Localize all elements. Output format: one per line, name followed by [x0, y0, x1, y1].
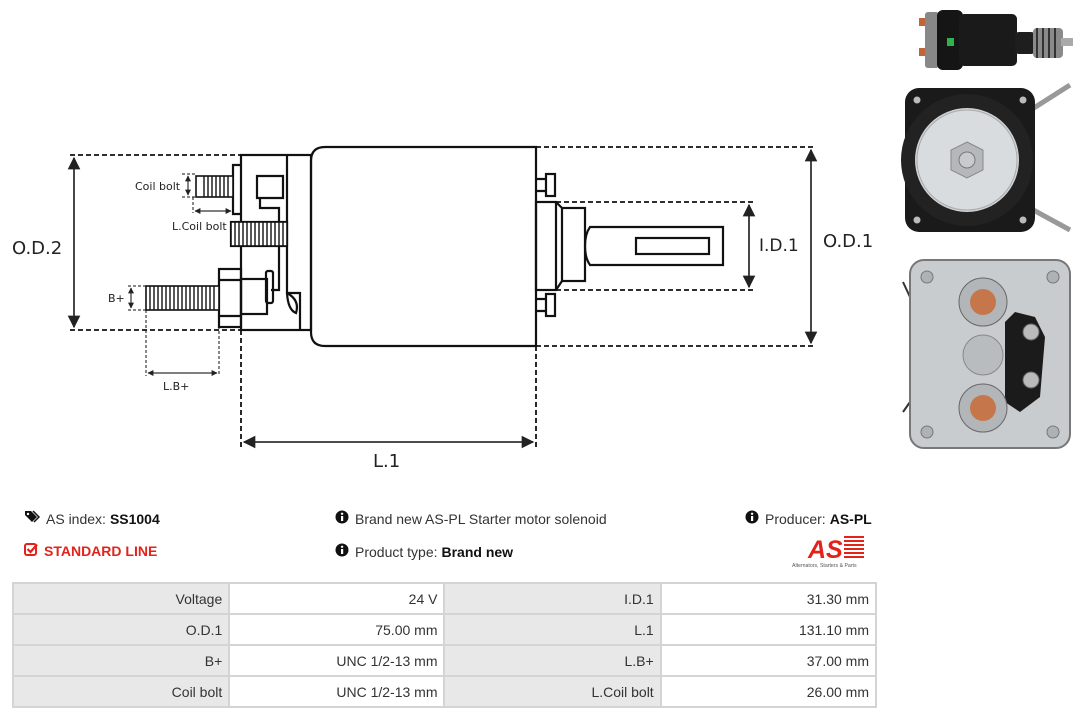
spec-key: L.B+: [443, 644, 662, 677]
od2-label: O.D.2: [12, 238, 62, 259]
spec-value: 24 V: [228, 582, 446, 615]
spec-value: UNC 1/2-13 mm: [228, 644, 446, 677]
tags-icon: [24, 510, 41, 527]
info-icon: [335, 510, 349, 527]
product-type: Product type: Brand new: [335, 543, 513, 560]
side-view-photo: [919, 10, 1073, 70]
spec-key: L.1: [443, 613, 662, 646]
terminal-view-photo: [902, 259, 1071, 449]
spec-value: 26.00 mm: [659, 675, 878, 708]
description-text: Brand new AS-PL Starter motor solenoid: [355, 510, 607, 527]
spec-key: I.D.1: [443, 582, 662, 615]
standard-line-label: STANDARD LINE: [44, 542, 158, 559]
svg-text:Alternators, Starters & Parts: Alternators, Starters & Parts: [792, 563, 857, 569]
info-icon: [745, 510, 759, 527]
spec-value: 31.30 mm: [659, 582, 878, 615]
spec-key: B+: [11, 644, 231, 677]
as-index-label: AS index:: [46, 510, 106, 527]
spec-key: Coil bolt: [11, 675, 231, 708]
od1-label: O.D.1: [823, 231, 873, 252]
spec-key: Voltage: [11, 582, 231, 615]
spec-key: L.Coil bolt: [443, 675, 662, 708]
as-pl-logo: AS Alternators, Starters & Parts: [792, 536, 864, 569]
b-plus-label: B+: [108, 292, 125, 305]
l1-label: L.1: [373, 451, 400, 472]
l-b-plus-label: L.B+: [163, 380, 189, 393]
id1-label: I.D.1: [759, 236, 799, 256]
spec-key: O.D.1: [11, 613, 231, 646]
rear-view-photo: [901, 82, 1072, 233]
as-index: AS index: SS1004: [24, 510, 160, 527]
product-type-label: Product type:: [355, 543, 438, 560]
spec-value: 131.10 mm: [659, 613, 878, 646]
producer-label: Producer:: [765, 510, 826, 527]
solenoid-body: [309, 145, 538, 348]
coil-bolt-label: Coil bolt: [135, 180, 181, 193]
as-index-value: SS1004: [109, 510, 160, 527]
checkbox-icon: [24, 542, 38, 559]
info-icon: [335, 543, 349, 560]
spec-value: 37.00 mm: [659, 644, 878, 677]
svg-text:AS: AS: [807, 536, 843, 564]
l-coil-bolt-label: L.Coil bolt: [172, 220, 227, 233]
producer-value: AS-PL: [829, 510, 872, 527]
spec-value: 75.00 mm: [228, 613, 446, 646]
spec-value: UNC 1/2-13 mm: [228, 675, 446, 708]
standard-line-badge: STANDARD LINE: [24, 542, 157, 559]
technical-drawing: O.D.2 O.D.1 I.D.1 L.1 Coil bolt L.Coil b…: [12, 145, 873, 472]
description: Brand new AS-PL Starter motor solenoid: [335, 510, 607, 527]
product-type-value: Brand new: [441, 543, 514, 560]
producer: Producer: AS-PL: [745, 510, 872, 527]
